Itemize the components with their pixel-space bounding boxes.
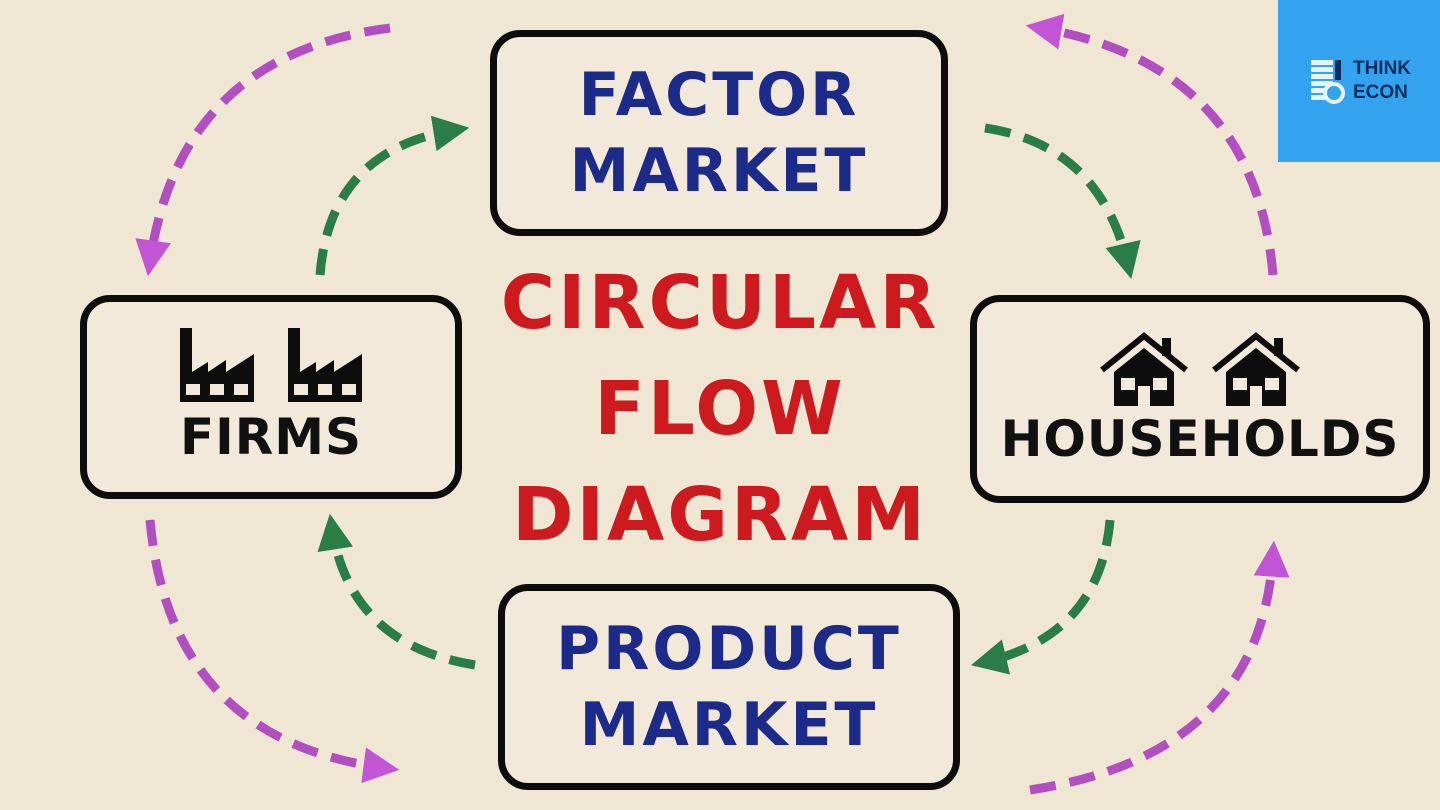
factor-market-label: FACTOR MARKET	[570, 57, 869, 209]
households-node: HOUSEHOLDS	[970, 295, 1430, 503]
logo-line-2: ECON	[1352, 82, 1408, 103]
households-icons	[1098, 330, 1302, 406]
firms-icons	[178, 328, 364, 402]
flow-arrow-firms-to-factor	[315, 115, 470, 276]
flow-arrow-firms-to-product	[145, 519, 400, 784]
product-market-label: PRODUCT MARKET	[556, 611, 902, 763]
factory-icon	[180, 328, 254, 402]
flow-arrow-product-to-firms	[317, 513, 476, 670]
product-market-node: PRODUCT MARKET	[498, 584, 960, 790]
title-line-3: DIAGRAM	[512, 472, 928, 558]
title-line-2: FLOW	[594, 366, 846, 452]
factor-market-line2: MARKET	[569, 136, 869, 206]
product-market-line2: MARKET	[579, 690, 879, 760]
factory-icon	[288, 328, 362, 402]
factor-market-node: FACTOR MARKET	[490, 30, 948, 236]
title-line-1: CIRCULAR	[500, 260, 940, 346]
house-icon	[1212, 332, 1300, 406]
flow-arrow-households-to-factor	[1025, 13, 1278, 276]
logo-text: THINK ECON	[1353, 57, 1411, 105]
think-econ-logo: THINK ECON	[1278, 0, 1440, 162]
coin-stack-icon	[1310, 60, 1345, 104]
flow-arrow-product-to-households	[1029, 540, 1290, 795]
households-label: HOUSEHOLDS	[1000, 410, 1400, 468]
factor-market-line1: FACTOR	[578, 60, 860, 130]
flow-arrow-households-to-product	[970, 519, 1115, 675]
firms-node: FIRMS	[80, 295, 462, 499]
house-icon	[1100, 332, 1188, 406]
product-market-line1: PRODUCT	[556, 614, 902, 684]
flow-arrow-factor-to-firms	[135, 23, 391, 277]
firms-label: FIRMS	[179, 408, 363, 466]
diagram-title: CIRCULAR FLOW DIAGRAM	[470, 250, 970, 568]
logo-line-1: THINK	[1352, 58, 1412, 79]
flow-arrow-factor-to-households	[984, 123, 1141, 280]
